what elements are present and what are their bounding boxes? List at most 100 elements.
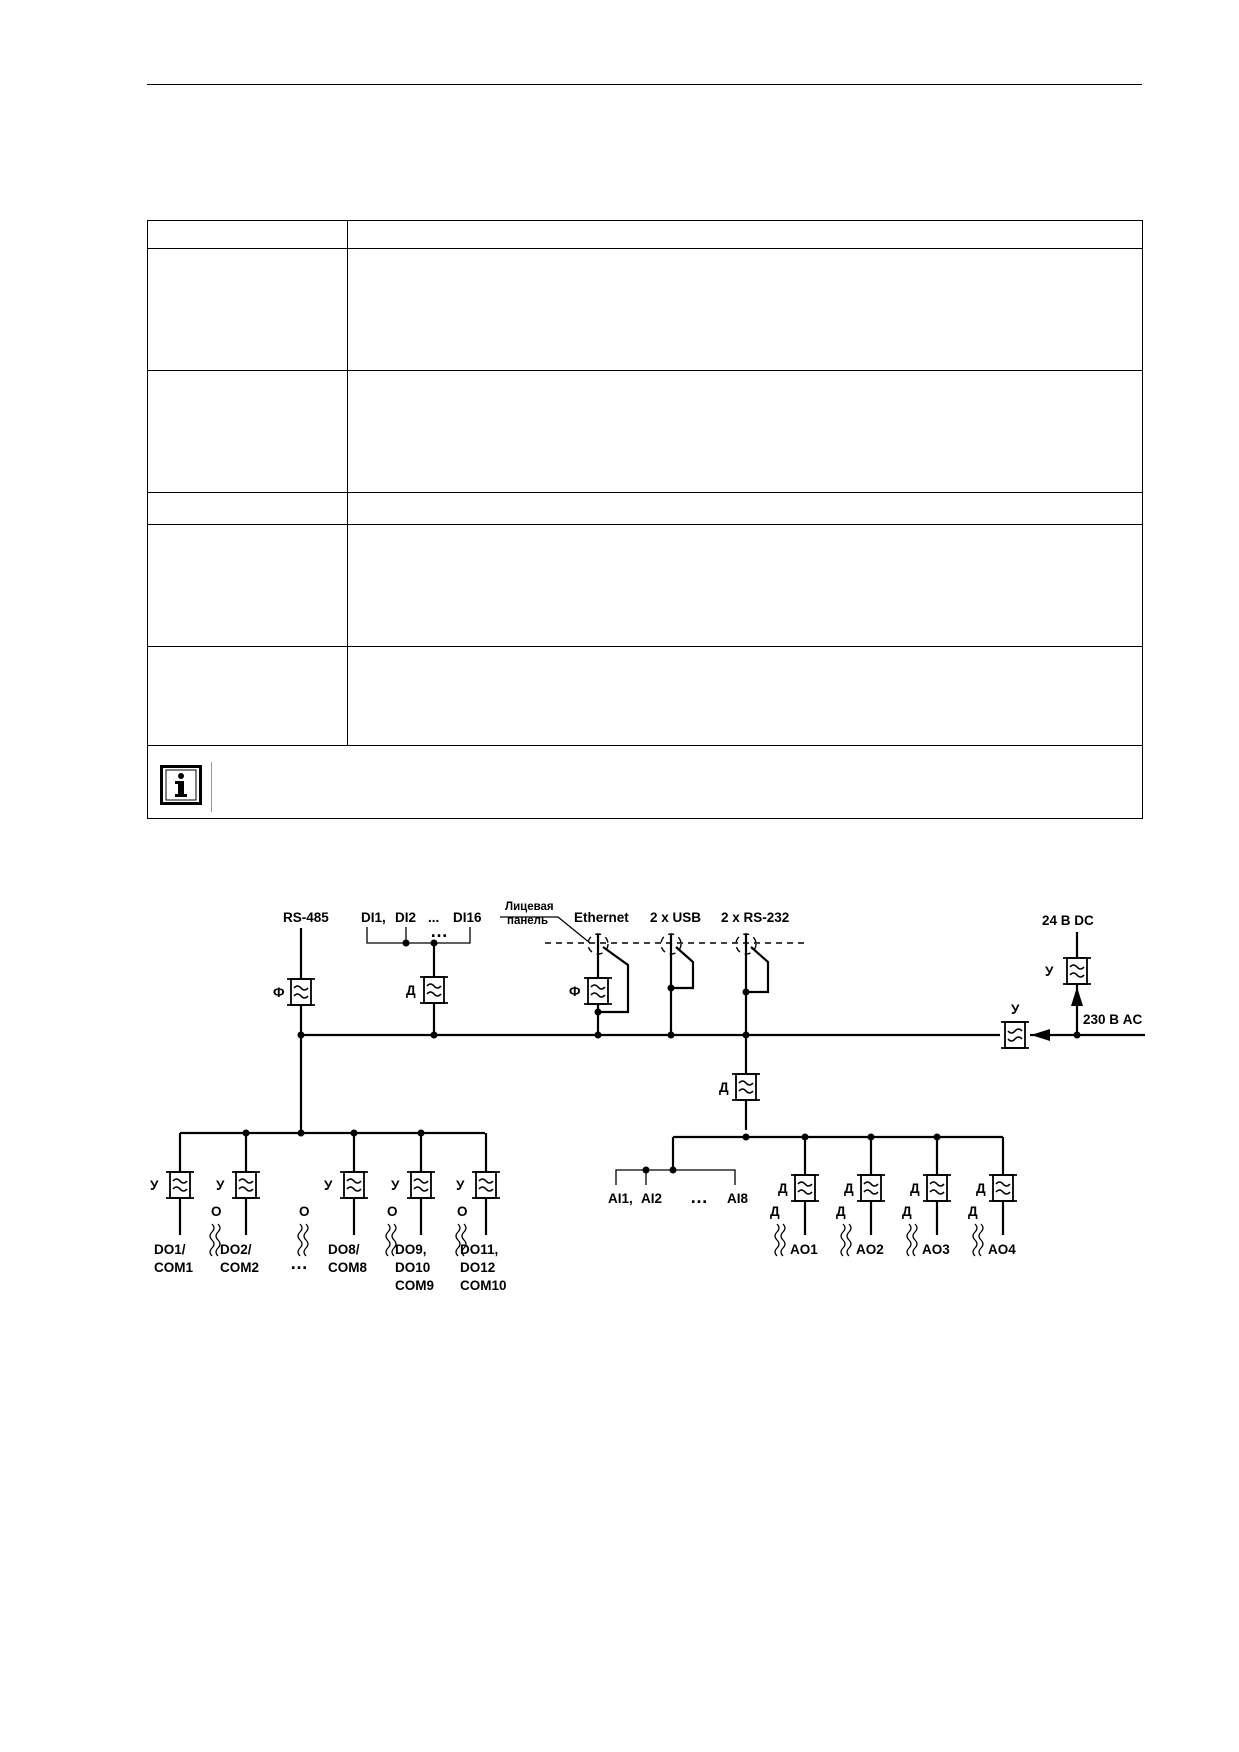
label-24v-dc: 24 В DC — [1042, 913, 1094, 928]
junction-dot — [350, 1129, 358, 1137]
info-icon — [160, 765, 202, 805]
junction-dot — [667, 1031, 675, 1039]
table-cell — [347, 524, 1143, 647]
label-u-do: У — [391, 1178, 400, 1193]
label-do-output: COM8 — [328, 1260, 367, 1275]
label-di-dots: ... — [428, 910, 439, 925]
label-do-output: DO12 — [460, 1260, 495, 1275]
filter-block-di — [419, 976, 449, 1004]
filter-block-rs232 — [731, 1073, 761, 1101]
label-front-panel-1: Лицевая — [505, 901, 554, 913]
wavy-line-icon — [297, 1223, 309, 1257]
label-do-output: COM2 — [220, 1260, 259, 1275]
table-cell — [347, 646, 1143, 746]
label-230v-ac: 230 В AC — [1083, 1012, 1143, 1027]
label-u-do: У — [324, 1178, 333, 1193]
table-row — [147, 370, 1143, 493]
filter-block-rs485 — [286, 978, 316, 1006]
filter-block-ao — [790, 1174, 820, 1202]
label-u-power: У — [1011, 1002, 1020, 1017]
label-d-mark: Д — [902, 1204, 912, 1219]
label-u-do: У — [456, 1178, 465, 1193]
junction-dot — [867, 1133, 875, 1141]
filter-block-ethernet — [583, 977, 613, 1005]
filter-block-ao — [988, 1174, 1018, 1202]
label-u-do: У — [216, 1178, 225, 1193]
table-cell — [147, 646, 348, 746]
filter-block-ao — [922, 1174, 952, 1202]
wavy-line-icon — [972, 1223, 984, 1257]
label-d-mark: Д — [770, 1204, 780, 1219]
junction-dot — [801, 1133, 809, 1141]
table-cell — [347, 220, 1143, 249]
table-header-row — [147, 220, 1143, 249]
junction-dot — [417, 1129, 425, 1137]
label-o-mark: О — [457, 1204, 468, 1219]
label-ai8: AI8 — [727, 1191, 749, 1206]
table-row — [147, 646, 1143, 746]
junction-dot — [933, 1133, 941, 1141]
label-do-output: DO8/ — [328, 1242, 360, 1257]
table-cell — [147, 492, 348, 525]
label-u-dc24: У — [1045, 964, 1054, 979]
label-ethernet: Ethernet — [574, 910, 629, 925]
label-do-output: COM1 — [154, 1260, 193, 1275]
label-rs232: 2 x RS-232 — [721, 910, 789, 925]
table-row — [147, 492, 1143, 525]
wavy-line-icon — [840, 1223, 852, 1257]
note-cell — [147, 745, 1143, 819]
table-row — [147, 248, 1143, 371]
label-d-ao: Д — [844, 1181, 854, 1196]
label-f-rs485: Ф — [273, 985, 285, 1000]
label-d-ao: Д — [778, 1181, 788, 1196]
label-u-do: У — [150, 1178, 159, 1193]
label-o-mark: О — [387, 1204, 398, 1219]
label-f-ethernet: Ф — [569, 984, 581, 999]
filter-block-do — [471, 1171, 501, 1199]
label-usb: 2 x USB — [650, 910, 701, 925]
label-rs485: RS-485 — [283, 910, 329, 925]
usb-shield — [671, 946, 695, 990]
label-di2: DI2 — [395, 910, 416, 925]
label-do-output: COM9 — [395, 1278, 434, 1293]
label-o-mark: О — [299, 1204, 310, 1219]
label-ao-output: AO3 — [922, 1242, 950, 1257]
junction-dot — [594, 1031, 602, 1039]
front-panel-leader — [500, 916, 591, 944]
di-bracket — [366, 927, 471, 944]
table-cell — [147, 248, 348, 371]
filter-block-ao — [856, 1174, 886, 1202]
ethernet-shield — [598, 946, 630, 1014]
label-d-rs232: Д — [719, 1080, 729, 1095]
junction-dot — [667, 984, 675, 992]
label-do-output: DO10 — [395, 1260, 430, 1275]
label-d-di: Д — [406, 983, 416, 998]
table-cell — [147, 220, 348, 249]
table-cell — [147, 370, 348, 493]
junction-dot — [1073, 1031, 1081, 1039]
junction-dot — [242, 1129, 250, 1137]
filter-block-do — [231, 1171, 261, 1199]
label-ao-output: AO2 — [856, 1242, 884, 1257]
wavy-line-icon — [906, 1223, 918, 1257]
header-rule — [147, 84, 1142, 85]
label-ao-output: AO1 — [790, 1242, 818, 1257]
table-cell — [347, 248, 1143, 371]
table-cell — [347, 492, 1143, 525]
label-do-output: COM10 — [460, 1278, 507, 1293]
label-o-mark: О — [211, 1204, 222, 1219]
label-d-mark: Д — [836, 1204, 846, 1219]
table-row — [147, 524, 1143, 647]
rs232-shield — [746, 946, 770, 994]
label-ao-output: AO4 — [988, 1242, 1016, 1257]
junction-dot — [669, 1166, 677, 1174]
wavy-line-icon — [209, 1223, 221, 1257]
label-do-output: DO11, — [460, 1242, 498, 1257]
do-outputs: УDO1/COM1УDO2/COM2УDO8/COM8УDO9,DO10COM9… — [150, 1129, 507, 1293]
spec-table — [147, 220, 1143, 819]
label-d-mark: Д — [968, 1204, 978, 1219]
dc24-arrow — [1071, 987, 1083, 1006]
label-ai1: AI1, — [608, 1191, 633, 1206]
